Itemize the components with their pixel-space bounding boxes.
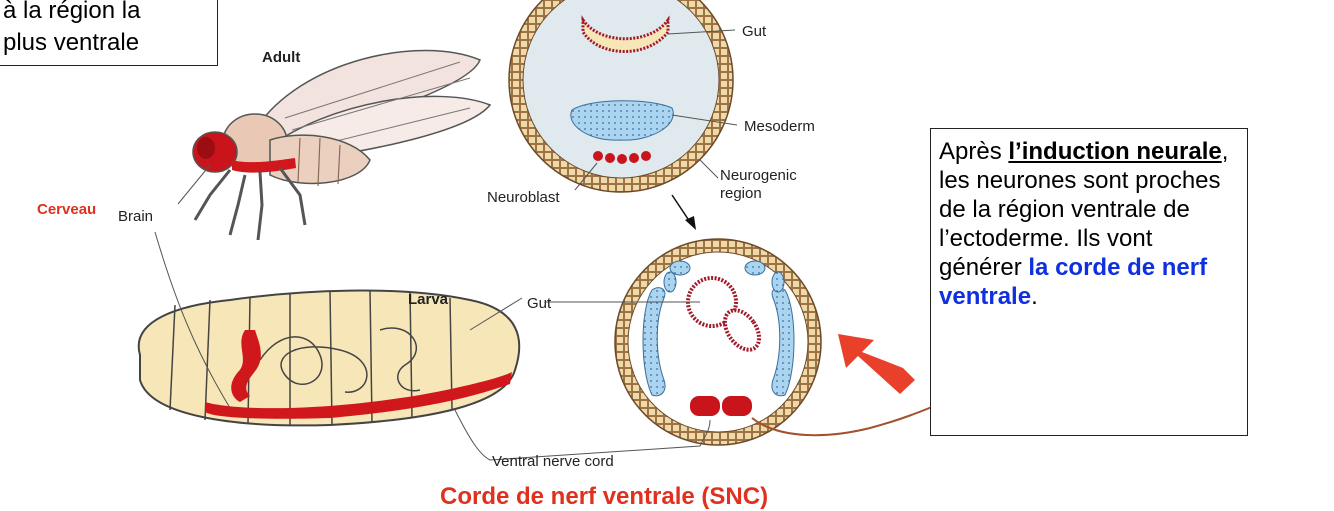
embryo-cross-section-bottom xyxy=(614,238,822,446)
brain-pointer-adult xyxy=(177,164,211,205)
bottom-ventral-cord-right xyxy=(722,396,752,416)
label-larva: Larva xyxy=(408,291,449,308)
larva-ventral-cord xyxy=(205,372,512,419)
explanation-box: Après l’induction neurale, les neurones … xyxy=(930,128,1248,436)
label-adult: Adult xyxy=(262,49,300,66)
embryo-cross-section-top xyxy=(508,0,734,193)
label-neuroblast: Neuroblast xyxy=(487,189,560,206)
larva-body xyxy=(137,289,521,427)
bottom-ventral-cord-left xyxy=(690,396,720,416)
label-gut-mid: Gut xyxy=(527,295,552,312)
brain-pointer-larva xyxy=(154,231,231,409)
explanation-text-1: Après xyxy=(939,138,1009,165)
bottom-caption: Corde de nerf ventrale (SNC) xyxy=(440,483,769,510)
label-neurogenic-1: Neurogenic xyxy=(720,167,797,184)
explanation-text-3: . xyxy=(1031,283,1038,310)
topleft-text-box: à la région la plus ventrale xyxy=(0,0,218,66)
bottom-gut-2 xyxy=(722,308,762,352)
top-mesoderm xyxy=(570,100,674,141)
label-gut-top: Gut xyxy=(742,23,767,40)
label-ventral-nerve-cord: Ventral nerve cord xyxy=(492,453,614,470)
adult-fly xyxy=(192,49,492,241)
topleft-line-1: à la région la xyxy=(3,0,141,24)
diagram-svg: Adult Larva Brain Cerveau Gut Mesoderm N… xyxy=(37,0,945,470)
top-gut xyxy=(581,15,670,53)
label-brain: Brain xyxy=(118,208,153,225)
explanation-term-cord: la corde de nerf ventrale xyxy=(939,254,1208,310)
stage-arrow xyxy=(671,194,691,223)
topleft-line-2: plus ventrale xyxy=(3,29,140,56)
explanation-term-induction: l’induction neurale xyxy=(1008,138,1222,165)
fly-abdomen xyxy=(269,134,371,185)
larva xyxy=(137,289,521,427)
red-arrow xyxy=(838,334,915,394)
explanation-text-2: , les neurones sont proches de la région… xyxy=(939,138,1229,281)
diagram-stage: Adult Larva Brain Cerveau Gut Mesoderm N… xyxy=(37,0,945,470)
label-cerveau: Cerveau xyxy=(37,201,96,218)
connector-curve xyxy=(751,401,945,437)
larva-brain xyxy=(231,330,261,402)
label-mesoderm: Mesoderm xyxy=(744,118,815,135)
label-neurogenic-2: region xyxy=(720,185,762,202)
